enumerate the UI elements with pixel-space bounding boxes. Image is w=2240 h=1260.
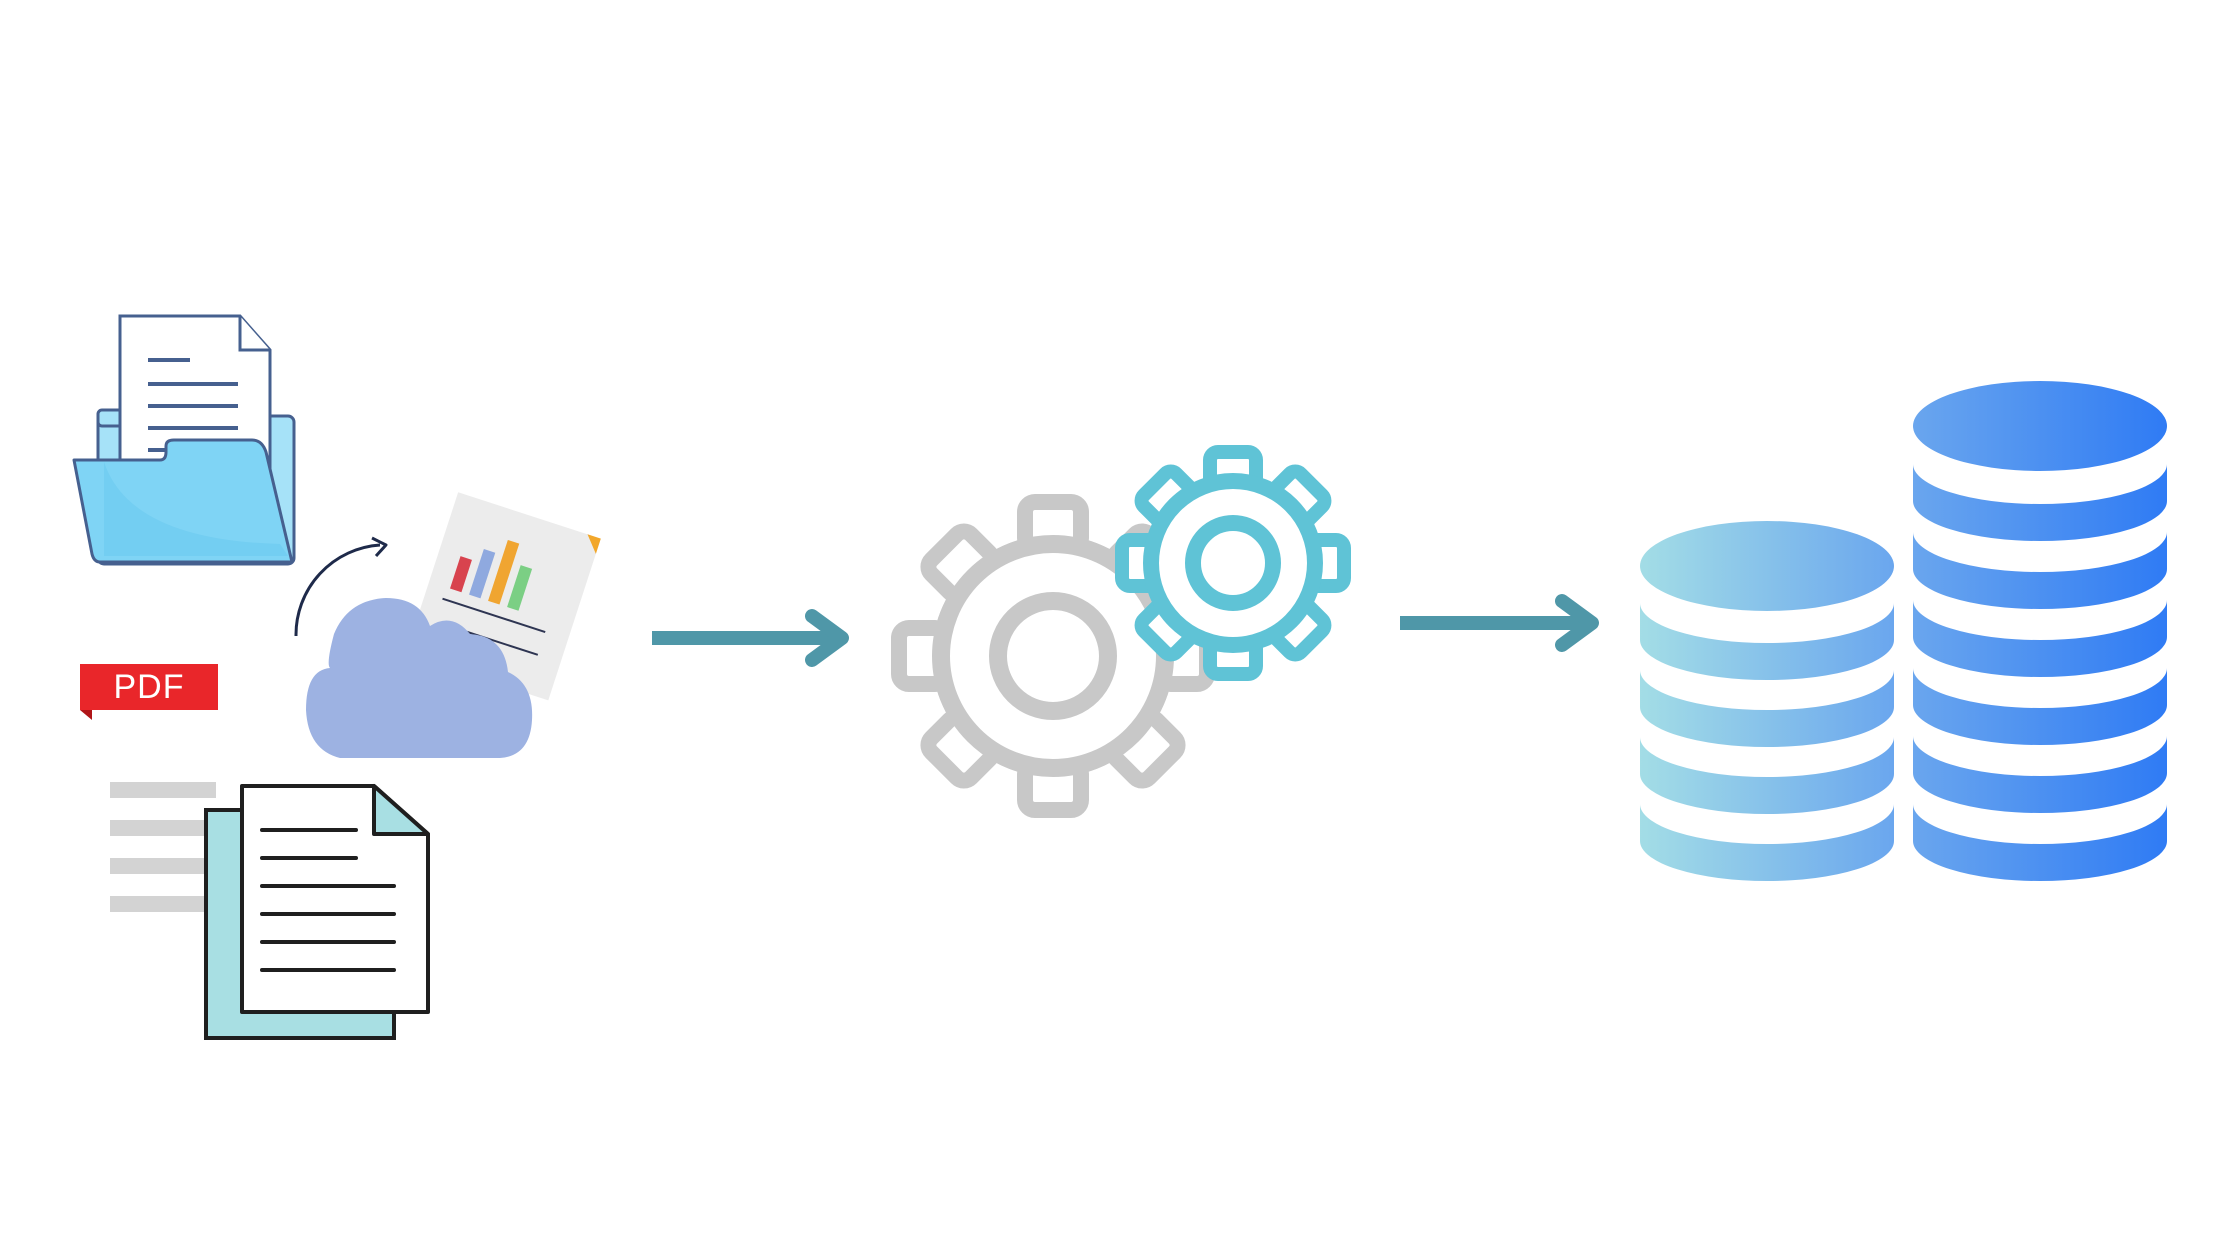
pdf-label: PDF xyxy=(114,668,185,706)
stacked-documents-icon xyxy=(204,784,430,1040)
folder-documents-icon xyxy=(72,314,296,566)
pdf-badge-icon: PDF xyxy=(80,664,218,720)
gears-icon xyxy=(891,445,1351,818)
database-stack-left xyxy=(1640,521,1894,881)
database-stack-right xyxy=(1913,381,2167,881)
database-icon xyxy=(1640,381,2167,881)
small-gear-icon xyxy=(1115,445,1351,681)
data-sources-group: PDF xyxy=(72,314,601,1040)
text-lines-icon xyxy=(110,782,216,912)
cloud-upload-icon xyxy=(294,536,533,758)
arrow-right-icon xyxy=(1400,594,1599,652)
arrow-right-icon xyxy=(652,609,849,667)
